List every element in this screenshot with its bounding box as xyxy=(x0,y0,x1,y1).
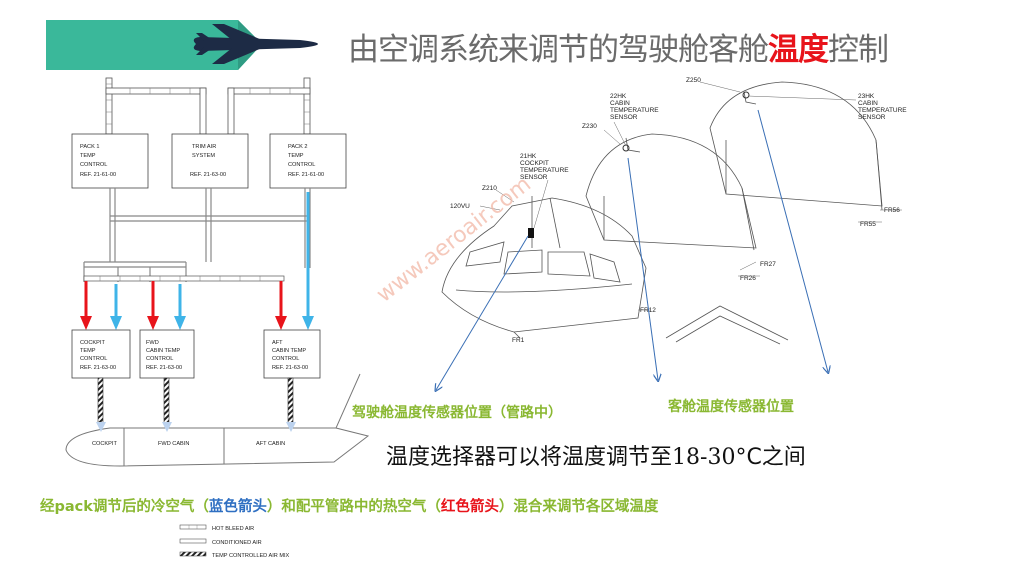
legend-conditioned-air: CONDITIONED AIR xyxy=(212,540,262,546)
aft-cabin-sensor-marker xyxy=(742,91,750,99)
pack1-temp-control-box: PACK 1 TEMP CONTROL REF. 21-61-00 xyxy=(71,133,149,189)
legend-hot-bleed-air: HOT BLEED AIR xyxy=(212,526,254,532)
svg-text:TEMPERATURE: TEMPERATURE xyxy=(520,167,569,174)
pack2-temp-control-box: PACK 2 TEMP CONTROL REF. 21-61-00 xyxy=(269,133,347,189)
svg-text:CABIN: CABIN xyxy=(858,100,878,107)
svg-text:REF. 21-63-00: REF. 21-63-00 xyxy=(80,365,116,371)
svg-text:TEMP: TEMP xyxy=(80,153,96,159)
header-ribbon xyxy=(46,20,318,70)
svg-text:CONTROL: CONTROL xyxy=(80,356,107,362)
trim-air-duct xyxy=(83,275,285,282)
zone-aft-cabin-label: AFT CABIN xyxy=(256,441,285,447)
svg-text:Z210: Z210 xyxy=(482,185,497,192)
legend-temp-controlled-air-mix: TEMP CONTROLLED AIR MIX xyxy=(212,553,290,559)
svg-text:TEMPERATURE: TEMPERATURE xyxy=(858,107,907,114)
svg-text:COCKPIT: COCKPIT xyxy=(80,340,105,346)
svg-text:FR27: FR27 xyxy=(760,261,776,268)
svg-text:PACK 2: PACK 2 xyxy=(288,144,307,150)
aft-cabin-temp-control-box: AFT CABIN TEMP CONTROL REF. 21-63-00 xyxy=(263,329,321,379)
svg-text:SYSTEM: SYSTEM xyxy=(192,153,215,159)
svg-text:CONTROL: CONTROL xyxy=(288,162,315,168)
fwd-cabin-sensor-pointer xyxy=(627,157,658,380)
svg-text:PACK 1: PACK 1 xyxy=(80,144,99,150)
title-highlight: 温度 xyxy=(768,32,829,68)
airplane-icon xyxy=(193,24,318,64)
temperature-range-text: 温度选择器可以将温度调节至18-30°C之间 xyxy=(386,445,806,470)
svg-text:FR1: FR1 xyxy=(512,337,525,344)
svg-text:TEMPERATURE: TEMPERATURE xyxy=(610,107,659,114)
svg-text:REF. 21-63-00: REF. 21-63-00 xyxy=(146,365,182,371)
cold-air-arrows xyxy=(114,192,310,318)
svg-text:FR55: FR55 xyxy=(860,221,876,228)
svg-text:TRIM AIR: TRIM AIR xyxy=(192,144,216,150)
aft-cabin-sensor-pointer xyxy=(757,109,828,372)
legend: HOT BLEED AIR CONDITIONED AIR TEMP CONTR… xyxy=(179,524,290,559)
cockpit-sensor-location-label: 驾驶舱温度传感器位置（管路中） xyxy=(352,405,562,421)
svg-text:CABIN TEMP: CABIN TEMP xyxy=(146,348,180,354)
svg-text:REF. 21-63-00: REF. 21-63-00 xyxy=(190,172,226,178)
fuselage-outline xyxy=(65,373,370,467)
svg-text:CONTROL: CONTROL xyxy=(272,356,299,362)
svg-text:REF. 21-63-00: REF. 21-63-00 xyxy=(272,365,308,371)
sensor-location-drawing: 120VU Z210 Z230 Z250 21HK COCKPIT TEMPER… xyxy=(441,77,907,345)
svg-text:AFT: AFT xyxy=(272,340,283,346)
svg-text:Z230: Z230 xyxy=(582,123,597,130)
svg-text:120VU: 120VU xyxy=(450,203,470,210)
svg-text:SENSOR: SENSOR xyxy=(610,114,638,121)
slide-title: 由空调系统来调节的驾驶舱客舱温度控制 xyxy=(348,32,889,68)
cockpit-temp-control-box: COCKPIT TEMP CONTROL REF. 21-63-00 xyxy=(71,329,131,379)
sensor-drawing-labels: 120VU Z210 Z230 Z250 21HK COCKPIT TEMPER… xyxy=(450,77,907,344)
svg-text:CONTROL: CONTROL xyxy=(146,356,173,362)
svg-text:TEMP: TEMP xyxy=(288,153,304,159)
svg-text:FWD: FWD xyxy=(146,340,159,346)
cockpit-sensor-pointer xyxy=(436,235,529,390)
hot-bleed-duct xyxy=(105,77,311,135)
svg-text:FR56: FR56 xyxy=(884,207,900,214)
svg-text:COCKPIT: COCKPIT xyxy=(520,160,549,167)
zone-fwd-cabin-label: FWD CABIN xyxy=(158,441,189,447)
svg-text:REF. 21-61-00: REF. 21-61-00 xyxy=(288,172,324,178)
svg-text:Z250: Z250 xyxy=(686,77,701,84)
svg-text:CABIN: CABIN xyxy=(610,100,630,107)
cabin-sensor-location-label: 客舱温度传感器位置 xyxy=(668,399,794,415)
svg-text:CONTROL: CONTROL xyxy=(80,162,107,168)
svg-text:CABIN TEMP: CABIN TEMP xyxy=(272,348,306,354)
hot-air-arrows xyxy=(84,281,283,318)
svg-text:21HK: 21HK xyxy=(520,153,537,160)
svg-text:22HK: 22HK xyxy=(610,93,627,100)
cockpit-sensor-marker xyxy=(528,228,534,238)
conditioned-air-duct xyxy=(83,188,311,282)
svg-text:SENSOR: SENSOR xyxy=(520,174,548,181)
svg-text:REF. 21-61-00: REF. 21-61-00 xyxy=(80,172,116,178)
fwd-cabin-sensor-marker xyxy=(622,144,630,152)
air-mix-explanation: 经pack调节后的冷空气（蓝色箭头）和配平管路中的热空气（红色箭头）混合来调节各… xyxy=(40,499,659,515)
svg-text:FR26: FR26 xyxy=(740,275,756,282)
svg-text:23HK: 23HK xyxy=(858,93,875,100)
svg-text:SENSOR: SENSOR xyxy=(858,114,886,121)
zone-cockpit-label: COCKPIT xyxy=(92,441,117,447)
air-distribution-schematic: PACK 1 TEMP CONTROL REF. 21-61-00 TRIM A… xyxy=(65,77,370,559)
svg-text:TEMP: TEMP xyxy=(80,348,96,354)
trim-air-system-box: TRIM AIR SYSTEM REF. 21-63-00 xyxy=(171,133,249,189)
